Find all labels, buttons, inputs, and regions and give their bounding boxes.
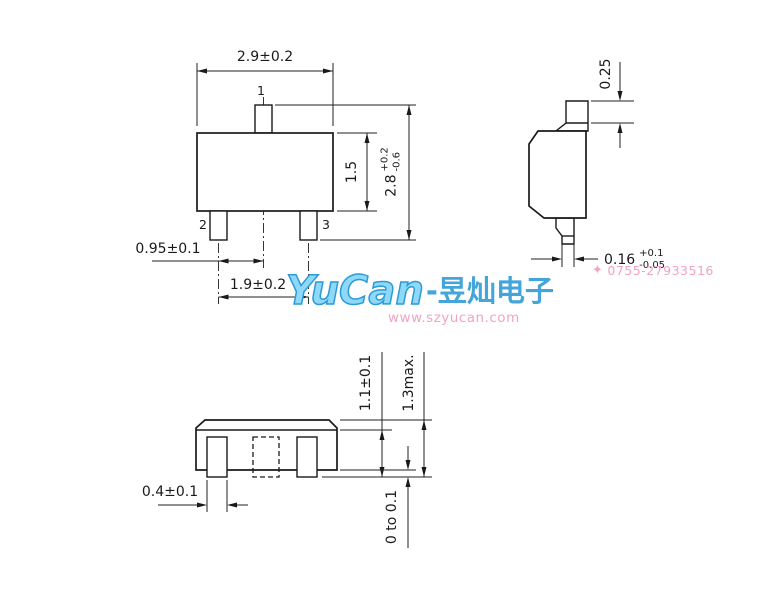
watermark-brand-latin: YuCan [285, 268, 424, 314]
watermark-brand-cjk: -昱灿电子 [425, 273, 554, 308]
pad-right [296, 436, 318, 478]
dim-lead-pitch: 0.95±0.1 [135, 241, 201, 257]
sparkle-icon: ✦ [592, 263, 604, 278]
watermark-phone-number: 0755-27933516 [607, 263, 714, 278]
pin2-lead [209, 210, 228, 241]
tolerance-stack: +0.2 -0.6 [379, 147, 403, 172]
package-body-side [528, 130, 587, 219]
watermark-brand: YuCan -昱灿电子 [285, 268, 554, 314]
dim-lead-span: 1.9±0.2 [229, 277, 287, 293]
pin2-number: 2 [199, 217, 207, 232]
pin3-number: 3 [322, 217, 330, 232]
watermark-url: www.szyucan.com [388, 310, 520, 326]
tolerance-stack: +0.1 -0.05 [639, 248, 666, 271]
watermark-phone: ✦ 0755-27933516 [592, 263, 714, 278]
pad-center-hidden [252, 436, 280, 478]
package-body-front [196, 132, 334, 212]
side-view [528, 62, 634, 267]
dim-lead-foot-thickness: 0.16 +0.1 -0.05 [604, 248, 666, 271]
dim-lead-width: 0.4±0.1 [141, 484, 199, 500]
bottom-lead [555, 217, 575, 245]
front-view [152, 63, 416, 304]
pin1-lead [254, 104, 273, 134]
top-lead [554, 100, 589, 132]
pad-left [206, 436, 228, 478]
bottom-view [158, 352, 432, 548]
dim-overall-width: 2.9±0.2 [236, 49, 294, 65]
pin3-lead [299, 210, 318, 241]
pin1-number: 1 [257, 83, 265, 98]
